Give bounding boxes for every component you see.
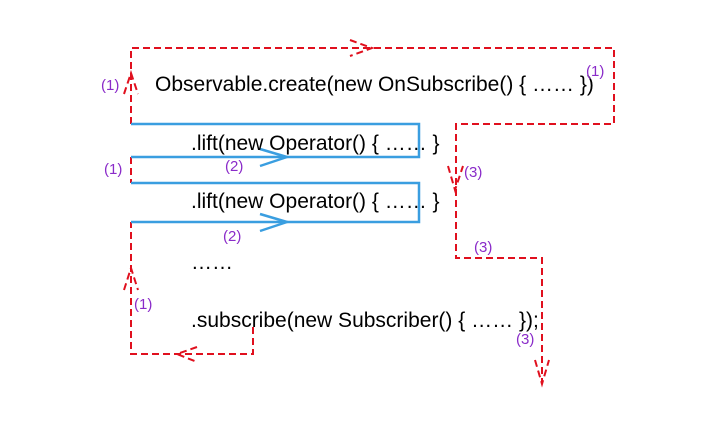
lift-line-2: .lift(new Operator() { …… }: [191, 190, 440, 213]
arrowhead-down-middle: [447, 165, 464, 194]
ellipsis-line: ……: [191, 251, 233, 274]
step-label: (1): [104, 161, 123, 178]
subscribe-upward-path-top: [130, 47, 615, 384]
arrowhead-left: [174, 346, 198, 363]
subscribe-line: .subscribe(new Subscriber() { …… });: [191, 309, 539, 332]
arrowhead-up-upper: [123, 69, 139, 95]
step-label: (3): [516, 331, 535, 348]
operator-box-1: [131, 122, 421, 159]
lift-line-1: .lift(new Operator() { …… }: [191, 132, 440, 155]
step-label: (1): [101, 77, 120, 94]
step-label: (3): [464, 164, 483, 181]
operator-box-2: [131, 181, 421, 224]
arrowhead-right-op1: [259, 147, 292, 168]
step-label: (2): [223, 228, 242, 245]
step-label: (1): [134, 296, 153, 313]
step-label: (3): [474, 239, 493, 256]
subscribe-upward-path-bottom: [130, 222, 254, 355]
step-label: (1): [586, 63, 605, 80]
observable-create-line: Observable.create(new OnSubscribe() { ………: [155, 73, 594, 96]
arrowhead-down-end: [534, 359, 550, 388]
arrowhead-up-lower: [123, 264, 139, 291]
arrowhead-right-top: [349, 39, 375, 57]
step-label: (2): [225, 158, 244, 175]
arrowhead-right-op2: [259, 212, 292, 233]
